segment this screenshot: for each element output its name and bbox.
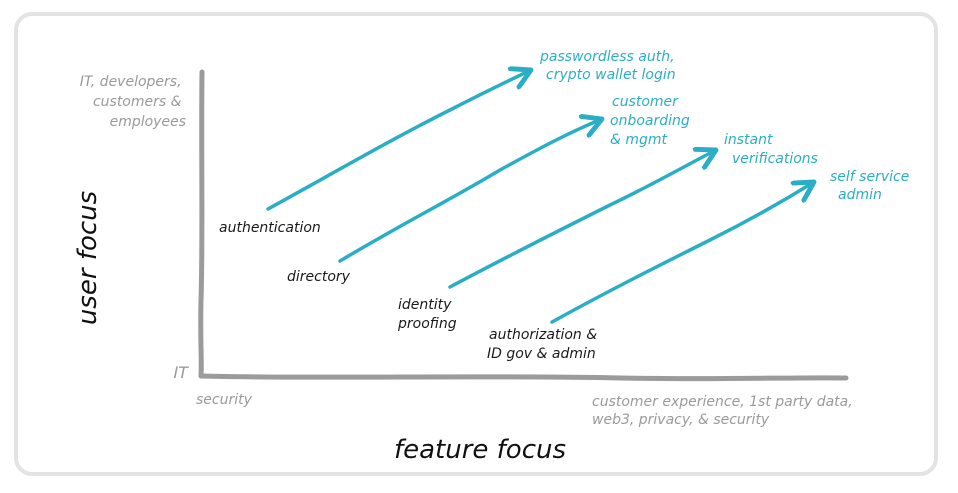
label-instant-verifications: instant verifications [724, 132, 818, 167]
x-axis [198, 373, 849, 382]
label-self-service-admin: self service admin [830, 169, 914, 203]
arrow-directory [338, 119, 602, 263]
label-passwordless-auth: passwordless auth, crypto wallet login [539, 49, 679, 83]
diagram-frame [14, 12, 938, 476]
label-directory: directory [287, 269, 351, 285]
label-identity-proofing: identity proofing [397, 297, 457, 332]
x-axis-left-label: security [196, 392, 253, 408]
y-axis-title: user focus [73, 191, 103, 325]
label-customer-onboarding: customer onboarding & mgmt [610, 94, 694, 148]
label-authentication: authentication [219, 220, 321, 236]
y-axis-top-label: IT, developers, customers & employees [80, 74, 186, 130]
x-axis-right-label: customer experience, 1st party data, web… [592, 394, 857, 428]
y-axis [198, 69, 205, 379]
label-authorization: authorization & ID gov & admin [487, 327, 602, 362]
x-axis-title: feature focus [394, 435, 566, 465]
y-axis-bottom-label: IT [174, 363, 190, 382]
arrow-identity-proofing [448, 150, 716, 289]
arrow-authorization [550, 182, 814, 324]
arrow-authentication [266, 70, 531, 211]
